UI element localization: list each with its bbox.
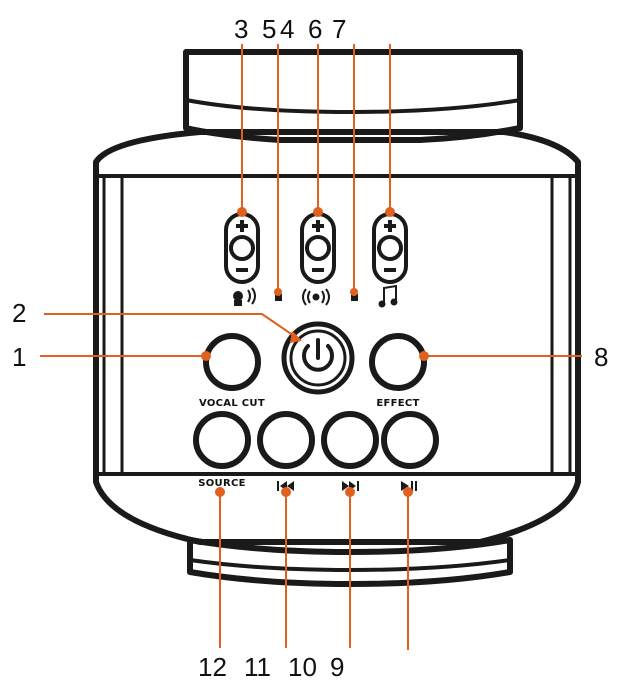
callout-6: 6: [308, 14, 322, 44]
callout-2: 2: [12, 298, 26, 328]
vocal-cut-button[interactable]: [203, 333, 261, 391]
callout-4: 4: [280, 14, 294, 44]
bottom-cap: [187, 537, 513, 587]
next-button[interactable]: [321, 411, 379, 469]
power-button[interactable]: [281, 321, 355, 395]
effect-button[interactable]: [369, 333, 427, 391]
indicator-led-5: [275, 294, 282, 301]
wireless-icon: [302, 288, 330, 306]
mic-volume-rocker[interactable]: [224, 212, 260, 284]
music-volume-rocker[interactable]: [372, 212, 408, 284]
callout-11: 11: [244, 652, 271, 682]
indicator-led-7: [351, 294, 358, 301]
source-label: SOURCE: [198, 478, 246, 489]
play-pause-icon: [401, 481, 417, 491]
callout-7: 7: [332, 14, 346, 44]
vocal-cut-label: VOCAL CUT: [199, 398, 265, 409]
callout-lines: [40, 44, 582, 650]
callout-10: 10: [288, 652, 317, 682]
music-note-icon: [378, 284, 398, 308]
effect-label: EFFECT: [376, 398, 419, 409]
speaker-body: [93, 49, 581, 587]
play-pause-button[interactable]: [381, 411, 439, 469]
source-button[interactable]: [193, 411, 251, 469]
callout-8: 8: [594, 342, 608, 372]
body-outline: [93, 129, 581, 545]
power-icon: [302, 338, 334, 372]
callout-1: 1: [12, 342, 26, 372]
callout-12: 12: [198, 652, 227, 682]
mic-icon: [233, 287, 256, 306]
callout-9: 9: [330, 652, 344, 682]
previous-button[interactable]: [257, 411, 315, 469]
callout-5: 5: [262, 14, 276, 44]
callout-3: 3: [234, 14, 248, 44]
wireless-volume-rocker[interactable]: [300, 212, 336, 284]
